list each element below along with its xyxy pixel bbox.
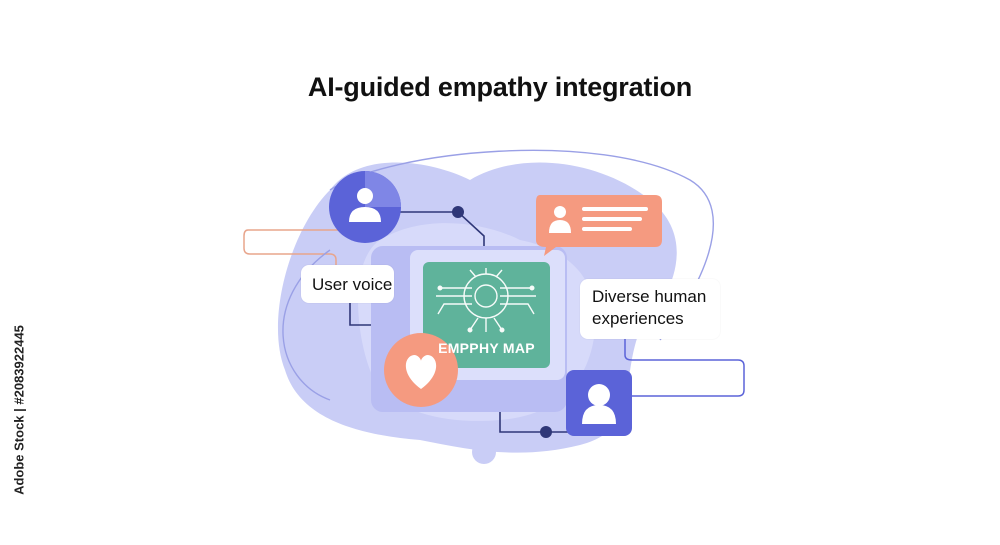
connector-line (400, 211, 485, 248)
outline-frame (243, 229, 355, 274)
stock-watermark: Adobe Stock | #2083922445 (8, 290, 30, 530)
user-voice-label: User voice (301, 265, 394, 303)
connector-node (540, 426, 552, 438)
outline-frame (624, 338, 745, 397)
small-bubble (456, 421, 476, 441)
page-title: AI-guided empathy integration (307, 72, 693, 102)
profile-card-icon (536, 195, 662, 256)
heart-icon (384, 333, 458, 407)
diverse-line-2: experiences (592, 309, 684, 328)
orbit-line (329, 149, 715, 341)
connector-node (452, 206, 464, 218)
user-icon (329, 171, 401, 243)
diverse-line-1: Diverse human (592, 287, 707, 306)
circuit-brain-icon (436, 268, 536, 333)
user-voice-text: User voice (312, 275, 393, 294)
person-avatar-icon (566, 370, 632, 436)
empathy-map-label: EMPPHY MAP (438, 340, 535, 356)
diverse-experiences-label: Diverse human experiences (580, 279, 720, 339)
watermark-text: Adobe Stock | #2083922445 (11, 325, 27, 495)
small-bubble (472, 440, 496, 464)
